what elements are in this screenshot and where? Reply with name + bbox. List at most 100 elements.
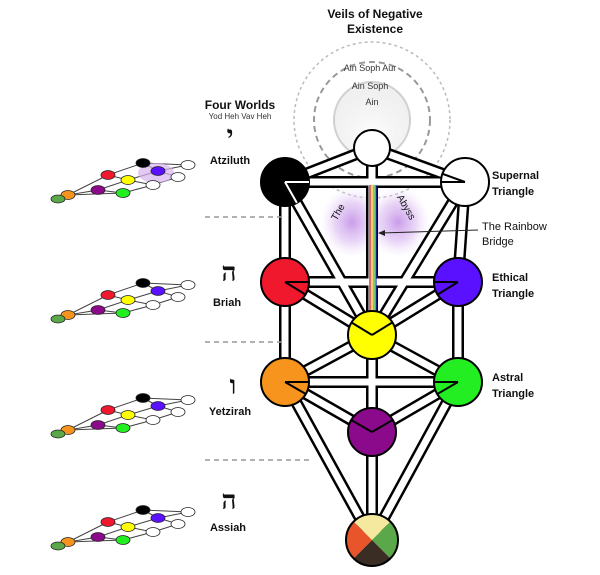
thumb-node — [115, 308, 131, 318]
hebrew-letter-vav: ו — [229, 371, 237, 401]
thumb-node — [170, 519, 186, 529]
thumb-node — [115, 188, 131, 198]
ethical-line-2: Triangle — [492, 288, 535, 300]
thumb-path — [67, 521, 109, 543]
thumb-node — [145, 527, 161, 537]
chevron-geburah-tiphareth — [284, 281, 307, 296]
veil-ain-soph: Ain Soph — [351, 81, 389, 91]
thumb-node — [135, 505, 151, 515]
rainbow-bridge-pointer — [379, 229, 479, 234]
thumb-node — [100, 517, 116, 527]
thumb-path — [142, 162, 189, 166]
world-thumbnail-3 — [50, 393, 196, 439]
thumb-node — [100, 290, 116, 300]
hebrew-letter-heh: ה — [221, 258, 237, 288]
thumb-node — [120, 295, 136, 305]
world-yetzirah: Yetzirah — [208, 406, 252, 418]
thumb-malkuth — [50, 194, 66, 204]
chevron-binah-tiphareth — [284, 181, 298, 204]
thumb-node — [90, 532, 106, 542]
thumb-node — [145, 180, 161, 190]
malkuth-quadrant-3 — [353, 540, 391, 566]
thumb-malkuth — [50, 314, 66, 324]
thumb-node — [120, 522, 136, 532]
supernal-line-1: Supernal — [492, 170, 540, 182]
world-thumbnail-2 — [50, 278, 196, 324]
sephirah-malkuth — [345, 513, 399, 567]
supernal-triangle-label: Supernal Triangle — [492, 168, 539, 200]
thumb-node — [90, 185, 106, 195]
thumb-node — [120, 410, 136, 420]
four-worlds-title: Four Worlds — [204, 98, 276, 112]
thumb-node — [150, 166, 166, 176]
thumb-node — [135, 393, 151, 403]
path-binah-tiphareth-fill — [281, 180, 376, 337]
thumb-path — [67, 294, 109, 316]
veils-title: Veils of Negative Existence — [327, 7, 423, 36]
thumb-path — [142, 282, 189, 286]
world-briah: Briah — [212, 297, 242, 309]
thumb-node — [180, 160, 196, 170]
rainbow-bridge-arrowhead — [378, 230, 385, 236]
thumb-malkuth — [50, 429, 66, 439]
thumb-node — [180, 507, 196, 517]
ethical-line-1: Ethical — [492, 272, 529, 284]
chevron-chokmah-kether — [442, 172, 466, 183]
thumb-node — [90, 420, 106, 430]
sephiroth-group — [260, 129, 490, 567]
path-hod-malkuth-fill — [281, 380, 376, 542]
thumb-node — [150, 286, 166, 296]
veil-ain-soph-aur: Ain Soph Aur — [343, 63, 397, 73]
thumb-node — [135, 278, 151, 288]
thumbnails-group — [50, 158, 196, 551]
abyss-glow-right — [366, 186, 430, 258]
path-netzach-malkuth-fill — [368, 380, 462, 542]
thumb-node — [180, 395, 196, 405]
four-worlds-subtitle: Yod Heh Vav Heh — [208, 112, 272, 121]
thumb-node — [115, 535, 131, 545]
thumb-path — [142, 397, 189, 401]
world-thumbnail-4 — [50, 505, 196, 551]
thumb-node — [90, 305, 106, 315]
thumb-path — [67, 409, 109, 431]
chevron-yesod-netzach — [371, 419, 394, 433]
veil-ain: Ain — [365, 97, 379, 107]
thumb-node — [180, 280, 196, 290]
chevron-chesed-tiphareth — [437, 281, 459, 296]
malkuth-quadrant-4 — [346, 521, 372, 559]
astral-line-2: Triangle — [492, 388, 535, 400]
thumb-path — [142, 509, 189, 513]
chevron-netzach-yesod — [436, 381, 459, 395]
world-atziluth: Atziluth — [209, 155, 251, 167]
thumb-node — [170, 407, 186, 417]
astral-line-1: Astral — [492, 372, 524, 384]
astral-triangle-label: Astral Triangle — [492, 370, 534, 402]
hebrew-letter-final-heh: ה — [221, 486, 237, 516]
ethical-triangle-label: Ethical Triangle — [492, 270, 534, 302]
thumb-node — [150, 401, 166, 411]
rainbow-bridge-label: The Rainbow Bridge — [482, 220, 547, 250]
chevron-tiphareth-chesed — [371, 321, 393, 336]
world-assiah: Assiah — [209, 522, 247, 534]
thumb-node — [100, 405, 116, 415]
path-chokmah-tiphareth-fill — [369, 180, 468, 337]
world-thumbnail-1 — [50, 158, 196, 204]
chevron-yesod-hod — [350, 419, 373, 433]
thumb-node — [150, 513, 166, 523]
thumb-node — [100, 170, 116, 180]
rainbow-bridge — [369, 185, 377, 310]
rainbow-bridge-line-2: Bridge — [482, 236, 514, 248]
chevron-tiphareth-geburah — [350, 321, 373, 336]
sephirah-kether — [353, 129, 391, 167]
thumb-malkuth — [50, 541, 66, 551]
rainbow-bridge-line-1: The Rainbow — [482, 221, 547, 233]
thumb-path — [67, 174, 109, 196]
thumb-node — [145, 300, 161, 310]
thumb-node — [170, 172, 186, 182]
thumb-node — [145, 415, 161, 425]
supernal-line-2: Triangle — [492, 186, 535, 198]
thumb-node — [135, 158, 151, 168]
malkuth-quadrant-2 — [372, 521, 398, 559]
